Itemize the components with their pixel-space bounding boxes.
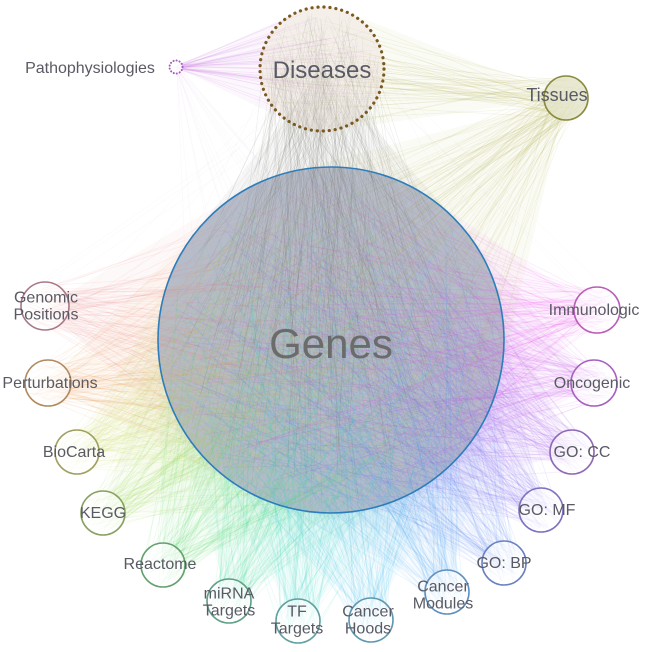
- edges-diseases-tf_targets: [291, 37, 354, 635]
- wash-kegg-genes: [103, 167, 504, 513]
- label-go_cc: GO: CC: [554, 444, 611, 461]
- edge-fibers: [26, 12, 616, 641]
- label-tissues: Tissues: [526, 85, 587, 105]
- label-biocarta: BioCarta: [43, 444, 105, 461]
- wash-go_mf-genes: [158, 167, 541, 513]
- node-go_mf[interactable]: [518, 487, 564, 533]
- edge-washes: [45, 7, 597, 621]
- node-perturbations[interactable]: [24, 359, 72, 407]
- edges-diseases-genomic_positions: [33, 16, 347, 318]
- edges-pathophysiologies-genes: [173, 64, 460, 501]
- edges-genomic_positions-genes: [26, 178, 489, 496]
- wash-reactome-genes: [158, 167, 504, 565]
- label-kegg: KEGG: [80, 505, 126, 522]
- edges-diseases-genes: [164, 13, 493, 503]
- wash-genomic_positions-genes: [45, 167, 504, 513]
- node-immunologic[interactable]: [573, 286, 621, 334]
- edges-diseases-kegg: [99, 35, 339, 518]
- node-genomic_positions[interactable]: [20, 281, 70, 331]
- wash-go_bp-genes: [158, 167, 504, 563]
- wash-tf_targets-genes: [158, 167, 505, 621]
- edges-tissues-diseases: [267, 16, 587, 128]
- edges-diseases-go_mf: [280, 53, 551, 513]
- node-go_bp[interactable]: [481, 540, 527, 586]
- wash-cancer_modules-genes: [158, 167, 504, 592]
- wash-oncogenic-genes: [158, 167, 594, 513]
- wash-pathophysiologies-diseases: [176, 7, 384, 131]
- node-tf_targets[interactable]: [275, 598, 321, 644]
- node-pathophysiologies[interactable]: [168, 59, 184, 75]
- label-diseases: Diseases: [273, 57, 372, 84]
- edges-diseases-perturbations: [30, 41, 372, 393]
- edges-diseases-biocarta: [65, 27, 366, 466]
- edges-diseases-go_cc: [293, 32, 586, 468]
- edges-diseases-immunologic: [303, 16, 613, 320]
- node-tissues[interactable]: [543, 75, 589, 121]
- wash-perturbations-genes: [48, 167, 504, 513]
- label-genes: Genes: [269, 320, 393, 367]
- node-oncogenic[interactable]: [570, 359, 618, 407]
- label-go_bp: GO: BP: [476, 555, 531, 572]
- label-immunologic: Immunologic: [549, 302, 640, 319]
- wash-go_cc-genes: [158, 167, 572, 513]
- node-biocarta[interactable]: [54, 429, 100, 475]
- label-reactome: Reactome: [124, 556, 197, 573]
- wash-tissues-genes: [158, 98, 566, 513]
- node-genes[interactable]: [157, 166, 505, 514]
- label-go_mf: GO: MF: [519, 502, 576, 519]
- node-kegg[interactable]: [80, 490, 126, 536]
- edges-go_mf-genes: [173, 191, 562, 530]
- wash-diseases-genes: [158, 69, 504, 513]
- edges-perturbations-genes: [27, 177, 487, 490]
- edges-pathophysiologies-diseases: [173, 13, 377, 123]
- edges-cancer_modules-genes: [170, 196, 476, 612]
- edges-reactome-genes: [142, 197, 486, 586]
- edges-diseases-cancer_hoods: [277, 65, 387, 622]
- wash-biocarta-genes: [77, 167, 504, 513]
- wash-tissues-diseases: [260, 7, 566, 131]
- label-pathophysiologies: Pathophysiologies: [25, 60, 155, 77]
- node-cancer_hoods[interactable]: [348, 597, 394, 643]
- edges-go_cc-genes: [167, 175, 593, 489]
- edges-diseases-cancer_modules: [271, 58, 449, 609]
- edges-tissues-genes: [166, 77, 587, 504]
- edges-cancer_hoods-genes: [174, 189, 490, 641]
- edges-oncogenic-genes: [184, 174, 615, 494]
- node-go_cc[interactable]: [549, 429, 595, 475]
- node-mirna_targets[interactable]: [206, 578, 252, 624]
- edges-diseases-mirna_targets: [223, 12, 366, 612]
- wash-mirna_targets-genes: [158, 167, 504, 601]
- edges-biocarta-genes: [56, 188, 483, 491]
- node-reactome[interactable]: [140, 542, 186, 588]
- edges-kegg-genes: [83, 185, 485, 534]
- label-perturbations: Perturbations: [2, 375, 97, 392]
- wash-immunologic-genes: [158, 167, 597, 514]
- label-oncogenic: Oncogenic: [554, 375, 631, 392]
- wash-cancer_hoods-genes: [158, 167, 504, 620]
- edges-mirna_targets-genes: [179, 175, 496, 621]
- edges-diseases-reactome: [160, 37, 364, 581]
- node-diseases[interactable]: [258, 5, 386, 133]
- node-cancer_modules[interactable]: [424, 569, 470, 615]
